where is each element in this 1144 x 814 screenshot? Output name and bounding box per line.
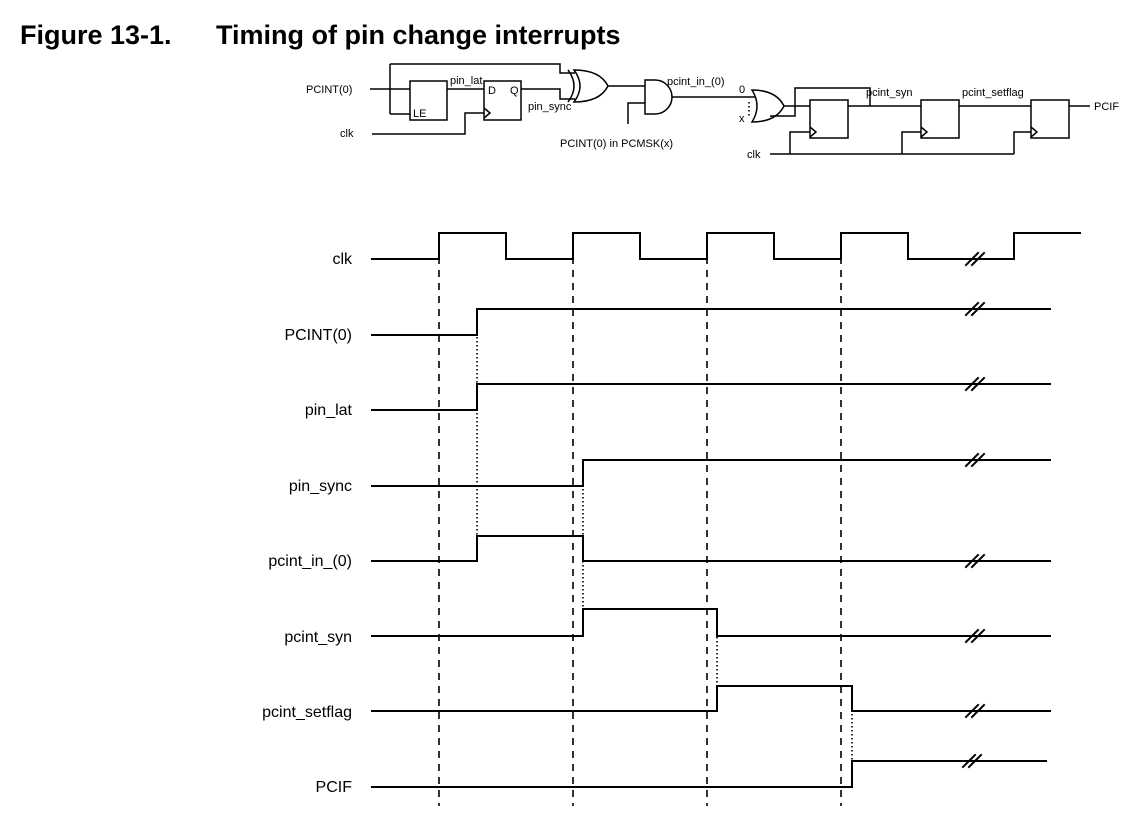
or-input-0-label: 0 [739, 84, 745, 96]
signal-label: pcint_setflag [262, 704, 352, 721]
signal-label: pcint_in_(0) [268, 553, 352, 570]
ff-d-label: D [488, 85, 496, 97]
and-gate [644, 79, 673, 115]
latch-block [409, 80, 448, 121]
signal-label: PCIF [316, 779, 353, 796]
waveform-pcif [371, 760, 1047, 788]
signal-label: pin_sync [289, 478, 352, 495]
flipflop-pcif [1030, 99, 1070, 139]
flipflop-pcint-syn [809, 99, 849, 139]
latch-le-label: LE [413, 108, 426, 120]
output-label-pcif: PCIF [1094, 101, 1119, 113]
mask-label: PCINT(0) in PCMSK(x) [560, 138, 673, 150]
net-label-pcint-setflag: pcint_setflag [962, 87, 1024, 99]
figure-caption: Figure 13-1. Timing of pin change interru… [20, 20, 621, 51]
or-gate [750, 89, 785, 123]
schematic-label-pcint0: PCINT(0) [306, 84, 352, 96]
waveform-clk [371, 232, 1081, 260]
timing-diagram: clk PCINT(0) pin_lat pin_sync pcint_in_(… [262, 232, 1081, 806]
figure-number: Figure 13-1. [20, 20, 172, 50]
signal-label: pin_lat [305, 402, 353, 419]
waveform-pcint0 [371, 308, 1051, 336]
ff-q-label: Q [510, 85, 519, 97]
net-label-pcint-in: pcint_in_(0) [667, 76, 724, 88]
figure-title: Timing of pin change interrupts [216, 20, 621, 50]
net-label-pin-sync: pin_sync [528, 101, 572, 113]
waveform-pin-lat [371, 383, 1051, 411]
xor-gate [567, 69, 609, 103]
signal-label: pcint_syn [284, 629, 352, 646]
waveform-pcint-syn [371, 608, 1051, 637]
net-label-pcint-syn: pcint_syn [866, 87, 912, 99]
feedback-wire [770, 87, 871, 117]
schematic-label-clk: clk [340, 128, 354, 140]
waveform-pcint-setflag [371, 685, 1051, 712]
signal-label: PCINT(0) [284, 327, 352, 344]
net-label-pin-lat: pin_lat [450, 75, 482, 87]
schematic: PCINT(0) clk LE pin_lat D Q pin_sync [306, 63, 1119, 161]
schematic-label-clk-bottom: clk [747, 149, 761, 161]
time-break-markers [961, 251, 986, 769]
or-input-x-label: x [739, 113, 745, 125]
signal-label: clk [332, 251, 353, 268]
waveform-pcint-in [371, 535, 1051, 562]
waveform-pin-sync [371, 459, 1051, 487]
